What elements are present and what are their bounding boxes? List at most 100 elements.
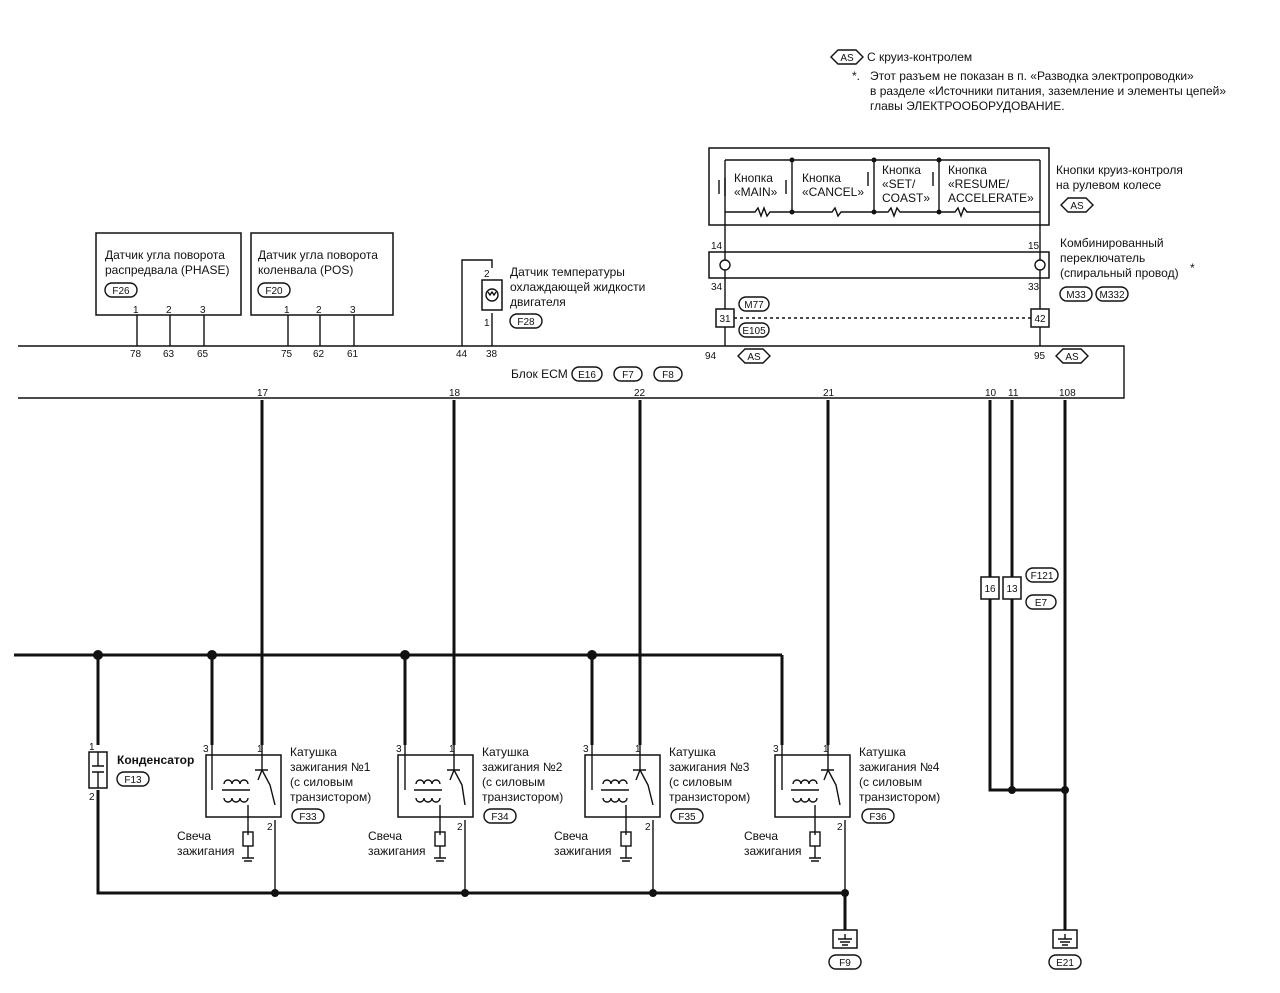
coil1-title-line2: зажигания №1 bbox=[290, 760, 371, 774]
legend: AS С круиз-контролем *. Этот разъем не п… bbox=[830, 49, 1226, 113]
junction-dot bbox=[207, 650, 217, 660]
ecm-pin-94: 94 bbox=[705, 351, 717, 362]
ground-wires bbox=[988, 400, 1067, 930]
combo-wires bbox=[724, 230, 1041, 346]
combo-star: * bbox=[1190, 261, 1195, 275]
connector-f26: F26 bbox=[112, 286, 130, 297]
as-badge-shape bbox=[737, 348, 771, 364]
plug-ground-icon bbox=[809, 846, 821, 862]
ecm-pin-63: 63 bbox=[163, 349, 175, 360]
connector-badge bbox=[738, 296, 770, 312]
connector-badge bbox=[653, 366, 683, 382]
cruise-as-badge: AS bbox=[1070, 201, 1084, 212]
pos-pin-1: 1 bbox=[284, 305, 290, 316]
phase-title-line1: Датчик угла поворота bbox=[105, 248, 225, 262]
connector-badge bbox=[571, 366, 603, 382]
coil2-pin-2: 2 bbox=[457, 822, 463, 833]
ecm-pin-62: 62 bbox=[313, 349, 325, 360]
pin-33: 33 bbox=[1028, 282, 1040, 293]
connector-m332: M332 bbox=[1099, 290, 1124, 301]
connector-badge bbox=[828, 954, 862, 970]
combo-switch-frame bbox=[708, 251, 1050, 279]
condenser: 1 2 Конденсатор F13 bbox=[88, 742, 194, 803]
connector-badge bbox=[670, 808, 704, 824]
coil1-plug-line1: Свеча bbox=[177, 829, 211, 843]
pin-15: 15 bbox=[1028, 241, 1040, 252]
pos-pin-2: 2 bbox=[316, 305, 322, 316]
pos-wires bbox=[287, 315, 355, 346]
temp-pin-1: 1 bbox=[484, 318, 490, 329]
coil2-pin-3: 3 bbox=[396, 744, 402, 755]
ground-icon bbox=[1058, 934, 1072, 946]
connector-f13: F13 bbox=[124, 775, 142, 786]
connector-badge bbox=[613, 366, 643, 382]
ecm-pin-22: 22 bbox=[634, 388, 646, 399]
coil1-title-line4: транзистором) bbox=[290, 790, 371, 804]
legend-note-line-2: в разделе «Источники питания, заземление… bbox=[870, 84, 1226, 98]
ignition-coil-3: 3 1 2 Катушка зажигания №3 (с силовым тр… bbox=[554, 744, 750, 893]
coil3-title-line2: зажигания №3 bbox=[669, 760, 750, 774]
connector-badge bbox=[1025, 567, 1059, 583]
transistor-icon bbox=[625, 769, 654, 835]
connector-badge bbox=[1095, 286, 1129, 302]
connector-m77: M77 bbox=[744, 300, 764, 311]
cruise-caption-line1: Кнопки круиз-контроля bbox=[1056, 163, 1183, 177]
connector-e16: E16 bbox=[578, 370, 596, 381]
connector-e7: E7 bbox=[1035, 598, 1048, 609]
connector-badge bbox=[509, 313, 543, 329]
junction-dot bbox=[871, 157, 877, 163]
temp-sensor-wires bbox=[461, 259, 493, 346]
junction-dot bbox=[936, 209, 942, 215]
ignition-coil-4: 3 1 2 Катушка зажигания №4 (с силовым тр… bbox=[744, 744, 940, 893]
plug-ground-icon bbox=[620, 846, 632, 862]
coil4-pin-1: 1 bbox=[823, 744, 829, 755]
as-badge-shape bbox=[830, 49, 864, 65]
thermistor-icon bbox=[485, 288, 499, 302]
connector-badge bbox=[291, 808, 325, 824]
plug-ground-icon bbox=[434, 846, 446, 862]
junction-dot bbox=[1008, 786, 1016, 794]
ecm-pin-11: 11 bbox=[1008, 388, 1019, 399]
ignition-coil-1: 3 1 2 Катушка зажигания №1 (с силовым тр… bbox=[177, 744, 371, 893]
coil-box bbox=[584, 754, 661, 818]
connector-badge bbox=[861, 808, 895, 824]
coil4-title-line1: Катушка bbox=[859, 745, 906, 759]
cruise-resistor-rail bbox=[725, 206, 1040, 218]
coil1-pin-2: 2 bbox=[267, 822, 273, 833]
junction-dot bbox=[1061, 786, 1069, 794]
phase-pin-1: 1 bbox=[133, 305, 139, 316]
junction-dot bbox=[93, 650, 103, 660]
coil1-title-line3: (с силовым bbox=[290, 775, 353, 789]
coil3-title-line1: Катушка bbox=[669, 745, 716, 759]
ecm-pin-65: 65 bbox=[197, 349, 209, 360]
btn-set-line2: «SET/ bbox=[882, 177, 916, 191]
pin-42: 42 bbox=[1034, 314, 1046, 325]
ground-bus bbox=[96, 655, 845, 895]
connector-e105: E105 bbox=[742, 326, 766, 337]
legend-as-text: С круиз-контролем bbox=[867, 50, 972, 64]
coil2-title-line4: транзистором) bbox=[482, 790, 563, 804]
pos-pin-3: 3 bbox=[350, 305, 356, 316]
pin-box bbox=[980, 576, 1000, 600]
ecm-pin-17: 17 bbox=[257, 388, 269, 399]
btn-resume-line3: ACCELERATE» bbox=[948, 191, 1034, 205]
coil4-title-line4: транзистором) bbox=[859, 790, 940, 804]
coil1-title-line1: Катушка bbox=[290, 745, 337, 759]
pos-sensor: Датчик угла поворота коленвала (POS) F20… bbox=[250, 232, 394, 360]
connector-f33: F33 bbox=[299, 812, 317, 823]
junction-dot bbox=[587, 650, 597, 660]
coil-signal-wires bbox=[260, 400, 830, 745]
coil-power-drops bbox=[210, 655, 594, 745]
coolant-temp-sensor: 2 1 Датчик температуры охлаждающей жидко… bbox=[456, 259, 645, 360]
btn-resume-line1: Кнопка bbox=[948, 163, 987, 177]
ecm-pin-38: 38 bbox=[486, 349, 498, 360]
phase-pin-3: 3 bbox=[200, 305, 206, 316]
coil-winding-icon bbox=[601, 779, 629, 803]
ecm-label: Блок ECM bbox=[511, 367, 568, 381]
connector-badge bbox=[257, 282, 291, 298]
pos-title-line1: Датчик угла поворота bbox=[258, 248, 378, 262]
pin-box bbox=[1002, 576, 1022, 600]
grounds: F9 E21 bbox=[828, 929, 1082, 970]
pos-title-line2: коленвала (POS) bbox=[258, 263, 353, 277]
